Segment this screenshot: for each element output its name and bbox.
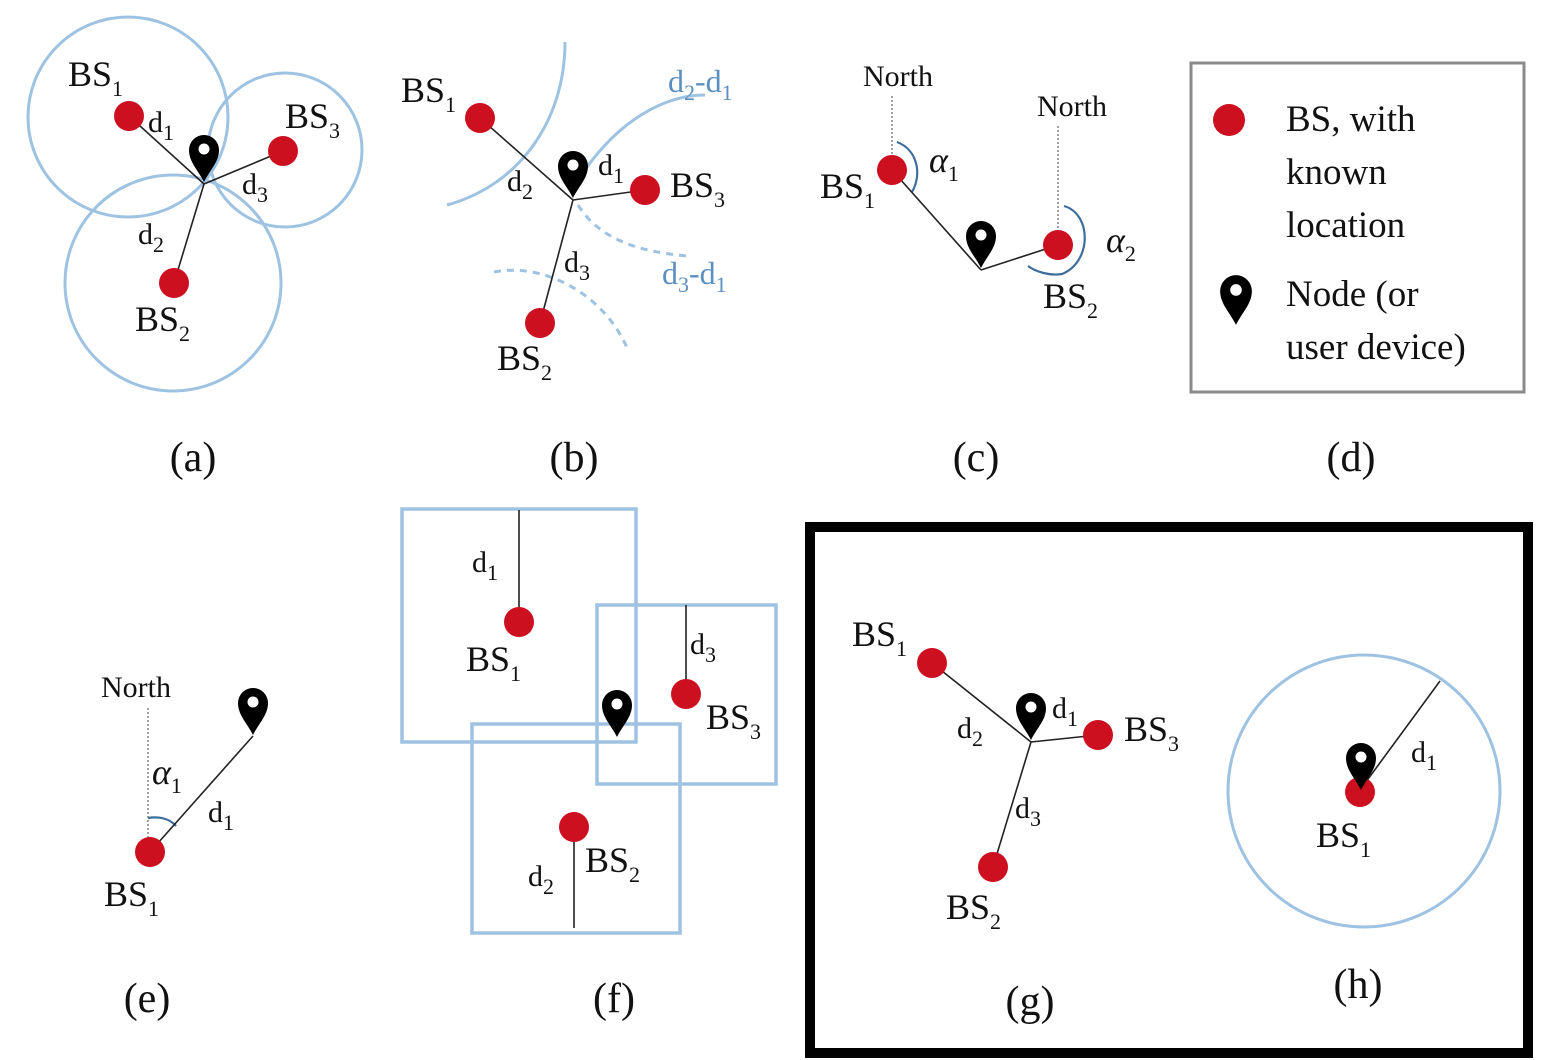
bs1-label: BS1 <box>104 874 159 921</box>
base-station-bs2 <box>1043 230 1073 260</box>
legend-bs-icon <box>1213 104 1245 136</box>
panel-a-trilateration: BS1 BS3 BS2 d1 d3 d2 (a) <box>26 15 364 481</box>
bs3-label: BS3 <box>285 96 340 143</box>
panel-d-caption: (d) <box>1327 435 1376 481</box>
north-label-bs2: North <box>1037 90 1107 123</box>
d1-label: d1 <box>472 546 498 585</box>
bs2-label: BS2 <box>135 299 190 346</box>
d1-label: d1 <box>148 106 174 145</box>
base-station-bs3 <box>671 679 701 709</box>
panel-g-caption: (g) <box>1006 979 1055 1025</box>
base-station-bs1 <box>504 607 534 637</box>
d3-minus-d1-label: d3-d1 <box>662 255 727 297</box>
bs3-label: BS3 <box>1124 709 1179 756</box>
panel-h-proximity-single: d1 BS1 (h) <box>1226 653 1502 1008</box>
base-station-bs2 <box>559 812 589 842</box>
legend-box <box>1189 61 1526 394</box>
d1-label: d1 <box>208 796 234 835</box>
panel-e-single-anchor-angle: North α1 d1 BS1 (e) <box>101 671 268 1022</box>
base-station-bs3 <box>268 136 298 166</box>
hyperbola-d3-d1-upper <box>576 204 689 258</box>
panel-d-legend: BS, with known location Node (or user de… <box>1189 61 1526 481</box>
bs1-label: BS1 <box>466 639 521 686</box>
highlight-frame <box>805 522 1533 1058</box>
range-circle-bs1 <box>26 15 230 219</box>
bs2-label: BS2 <box>585 840 640 887</box>
bs3-label: BS3 <box>670 165 725 212</box>
panel-c-caption: (c) <box>953 435 1000 481</box>
d2-label: d2 <box>507 165 533 204</box>
hyperbola-d2-d1 <box>446 41 567 207</box>
d2-label: d2 <box>957 712 983 751</box>
north-label: North <box>101 671 171 704</box>
bs1-label: BS1 <box>1316 815 1371 862</box>
hyperbola-d3-d1-lower <box>493 268 630 351</box>
node-pin-icon <box>238 688 268 735</box>
d1-label: d1 <box>1052 692 1078 731</box>
base-station-bs1 <box>1345 777 1375 807</box>
base-station-bs1 <box>135 837 165 867</box>
bs1-label: BS1 <box>401 70 456 117</box>
range-circle-bs1 <box>1226 653 1502 929</box>
node-pin-icon <box>602 690 632 737</box>
d3-label: d3 <box>564 246 590 285</box>
base-station-bs2 <box>525 308 555 338</box>
panel-g-proximity-multi: BS1 BS3 BS2 d2 d1 d3 (g) <box>852 614 1179 1025</box>
panel-f-caption: (f) <box>593 976 635 1022</box>
bounding-box-bs2 <box>470 722 682 935</box>
d2-minus-d1-label: d2-d1 <box>668 63 733 105</box>
angle-arc-alpha1 <box>147 816 177 827</box>
range-circle-bs2 <box>63 173 283 393</box>
legend-node-line-2: user device) <box>1286 327 1466 368</box>
bs1-label: BS1 <box>852 614 907 661</box>
d3-label: d3 <box>690 628 716 667</box>
legend-bs-line-1: BS, with <box>1286 99 1416 140</box>
base-station-bs3 <box>1083 720 1113 750</box>
d3-label: d3 <box>1015 792 1041 831</box>
d2-label: d2 <box>528 860 554 899</box>
panel-a-caption: (a) <box>170 435 217 481</box>
bs3-label: BS3 <box>706 697 761 744</box>
d1-label: d1 <box>1411 736 1437 775</box>
node-pin-icon <box>966 221 996 268</box>
d2-label: d2 <box>138 218 164 257</box>
bs2-label: BS2 <box>1043 276 1098 323</box>
panel-c-angle-of-arrival: North North α1 α2 BS1 BS2 (c) <box>820 60 1136 481</box>
alpha1-label: α1 <box>929 140 959 186</box>
base-station-bs1 <box>917 648 947 678</box>
bounding-box-bs1 <box>400 507 638 744</box>
panel-e-caption: (e) <box>124 976 171 1022</box>
d3-label: d3 <box>242 168 268 207</box>
bs1-label: BS1 <box>820 166 875 213</box>
angle-arc-alpha2 <box>1027 204 1086 276</box>
bs1-label: BS1 <box>68 54 123 101</box>
hyperbola-d2-d1-right <box>583 93 706 171</box>
base-station-bs1 <box>465 103 495 133</box>
angle-arc-alpha1 <box>896 140 919 193</box>
base-station-bs2 <box>978 852 1008 882</box>
bs2-label: BS2 <box>946 887 1001 934</box>
base-station-bs1 <box>114 101 144 131</box>
bs2-label: BS2 <box>497 338 552 385</box>
base-station-bs3 <box>630 175 660 205</box>
d1-label: d1 <box>598 149 624 188</box>
legend-node-line-1: Node (or <box>1286 274 1419 315</box>
panel-f-min-max: d1 d3 d2 BS1 BS3 BS2 (f) <box>400 507 778 1022</box>
north-label-bs1: North <box>863 60 933 93</box>
legend-bs-line-2: known <box>1286 152 1387 193</box>
panel-b-caption: (b) <box>550 435 599 481</box>
panel-h-caption: (h) <box>1334 962 1383 1008</box>
legend-bs-line-3: location <box>1286 205 1405 246</box>
base-station-bs1 <box>877 155 907 185</box>
alpha2-label: α2 <box>1106 220 1136 266</box>
base-station-bs2 <box>159 268 189 298</box>
panel-b-multilateration: BS1 BS3 BS2 d2 d1 d3 d2-d1 d3-d1 (b) <box>401 41 733 481</box>
alpha1-label: α1 <box>152 752 182 798</box>
